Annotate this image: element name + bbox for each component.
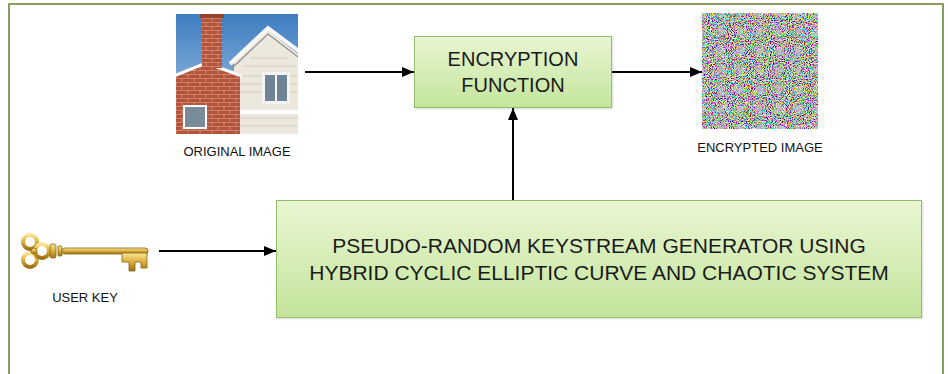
- key-bit: [122, 253, 147, 271]
- caption-text: USER KEY: [52, 290, 118, 305]
- flow-arrow: [305, 71, 414, 73]
- box-label: ENCRYPTION FUNCTION: [433, 46, 593, 98]
- image-node: ORIGINAL IMAGE: [176, 14, 298, 134]
- key-collar: [50, 244, 56, 258]
- key-bow-center: [31, 248, 37, 254]
- caption-text: ORIGINAL IMAGE: [183, 144, 290, 159]
- window-frame: [262, 72, 290, 104]
- encrypted-noise: [702, 13, 818, 129]
- siding-lines: [238, 58, 298, 126]
- image-node: ENCRYPTED IMAGE: [702, 13, 818, 129]
- window-pane: [277, 75, 287, 101]
- key-node: USER KEY: [18, 228, 152, 274]
- flow-arrow: [512, 108, 514, 200]
- key-icon: [23, 235, 148, 271]
- flow-arrow: [159, 250, 276, 252]
- generator-box: PSEUDO-RANDOM KEYSTREAM GENERATOR USING …: [276, 200, 922, 318]
- key-collar: [58, 246, 62, 256]
- brick-window: [184, 106, 206, 128]
- image-caption: ENCRYPTED IMAGE: [697, 140, 822, 155]
- chimney: [202, 16, 222, 68]
- key-caption: USER KEY: [52, 290, 118, 305]
- flow-arrow: [612, 71, 702, 73]
- chimney-cap: [200, 14, 224, 18]
- window-pane: [265, 75, 275, 101]
- frame-border: [9, 4, 943, 374]
- image-caption: ORIGINAL IMAGE: [183, 144, 290, 159]
- process-box: ENCRYPTION FUNCTION: [414, 36, 612, 108]
- gutter: [234, 110, 298, 114]
- roof-fascia: [230, 28, 298, 64]
- caption-text: ENCRYPTED IMAGE: [697, 140, 822, 155]
- house-photo: [176, 14, 298, 134]
- box-label: PSEUDO-RANDOM KEYSTREAM GENERATOR USING …: [297, 232, 901, 287]
- noise-field: [702, 13, 818, 129]
